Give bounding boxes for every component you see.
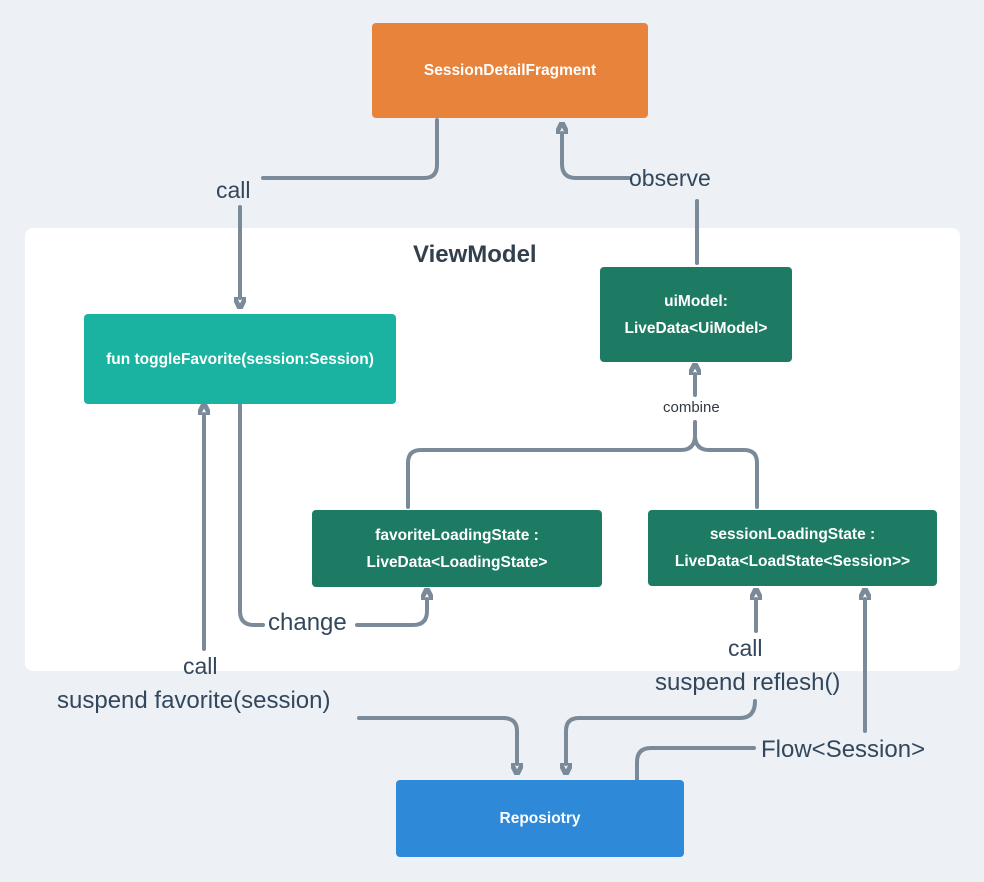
node-label-line2: LiveData<LoadState<Session>> <box>674 553 911 570</box>
viewmodel-container <box>25 228 960 671</box>
node-label-line2: LiveData<LoadingState> <box>366 553 548 571</box>
node-session-detail-fragment: SessionDetailFragment <box>372 23 648 118</box>
node-label: fun toggleFavorite(session:Session) <box>106 350 374 368</box>
edge-label-call-top: call <box>216 177 251 203</box>
edge-suspendreflesh-to-repository-arrow <box>566 699 757 764</box>
edge-repository-to-flowsession-label <box>635 746 756 782</box>
edge-label-call-bottom-right: call <box>728 635 763 661</box>
edge-label-combine: combine <box>663 399 720 416</box>
node-session-loading-state: sessionLoadingState : LiveData<LoadState… <box>648 510 937 586</box>
node-label-line1: favoriteLoadingState : <box>375 526 539 544</box>
node-label-line1: uiModel: <box>664 292 728 310</box>
edge-label-suspend-favorite: suspend favorite(session) <box>57 687 331 714</box>
node-toggle-favorite-function: fun toggleFavorite(session:Session) <box>84 314 396 404</box>
node-repository: Reposiotry <box>396 780 684 857</box>
node-favorite-loading-state: favoriteLoadingState : LiveData<LoadingS… <box>312 510 602 587</box>
edge-observe-to-fragment-arrow <box>562 133 631 180</box>
edge-label-flow-session: Flow<Session> <box>761 736 926 763</box>
edge-fragment-to-call-label <box>261 118 439 180</box>
edge-label-observe: observe <box>629 165 711 191</box>
node-label: SessionDetailFragment <box>423 62 597 79</box>
node-label-line1: sessionLoadingState : <box>709 526 876 543</box>
edge-suspendfavorite-to-repository-arrow <box>357 716 517 764</box>
node-ui-model-livedata: uiModel: LiveData<UiModel> <box>600 267 792 362</box>
node-label: Reposiotry <box>499 810 581 827</box>
edge-label-suspend-reflesh: suspend reflesh() <box>655 669 841 696</box>
viewmodel-title: ViewModel <box>413 241 537 268</box>
edge-label-change: change <box>268 609 347 636</box>
node-label-line2: LiveData<UiModel> <box>624 319 768 337</box>
edge-label-call-bottom-left: call <box>183 653 218 679</box>
